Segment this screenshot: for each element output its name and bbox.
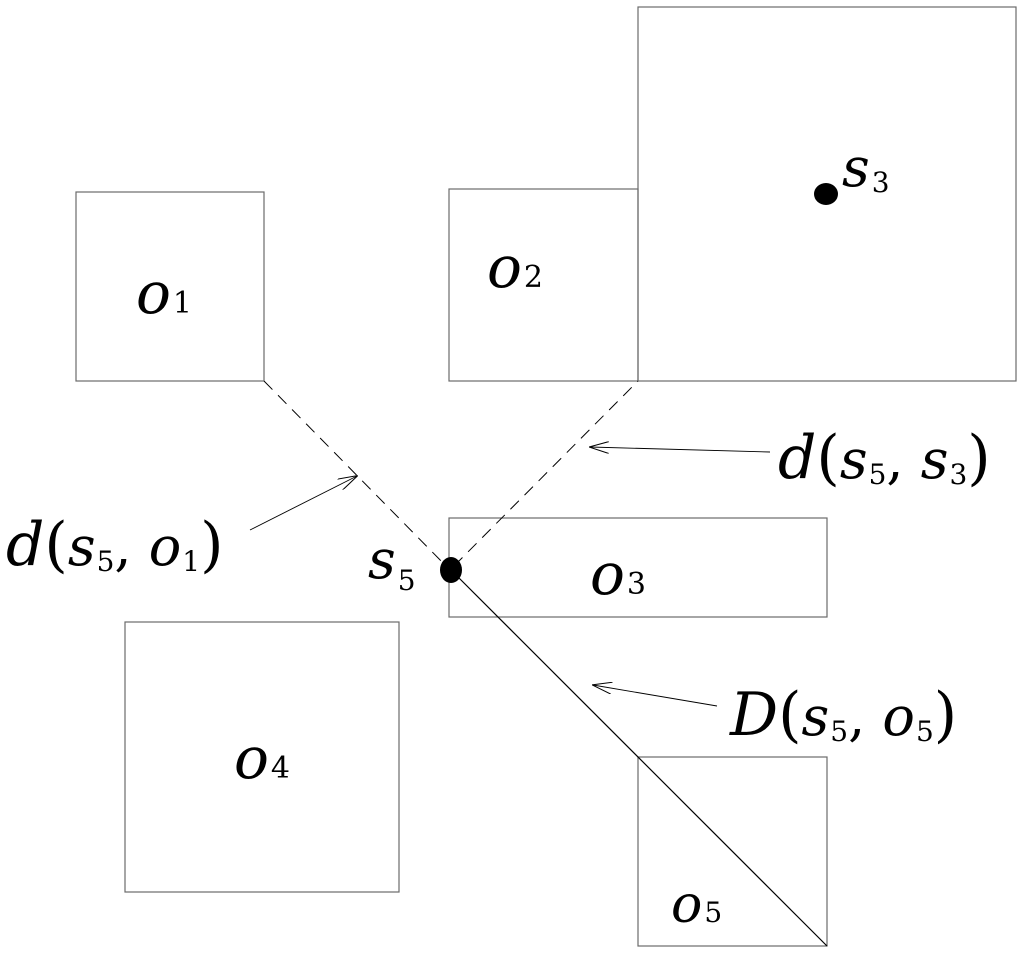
label-o1: o1 (136, 259, 192, 327)
solid-line-s5-o5 (450, 569, 828, 947)
label-d-s5-o1: d(s5, o1) (6, 510, 224, 580)
object-o4-rect (124, 621, 400, 893)
point-s5-dot (440, 557, 462, 583)
arrow-D-s5-o5 (593, 685, 718, 707)
dashed-line-s5-o1 (263, 380, 449, 569)
object-s3-region-rect (637, 6, 1017, 382)
label-D-s5-o5: D(s5, o5) (729, 680, 957, 750)
label-o2: o2 (487, 233, 543, 301)
object-o1-rect (75, 191, 265, 382)
point-s3-dot (814, 183, 838, 205)
label-o5: o5 (671, 875, 722, 935)
label-d-s5-s3: d(s5, s3) (778, 423, 991, 493)
label-o3: o3 (590, 540, 646, 608)
label-s5: s5 (368, 528, 416, 597)
label-o4: o4 (234, 724, 290, 792)
arrow-d-s5-o1 (249, 476, 357, 531)
dashed-line-s5-s3 (453, 380, 639, 567)
arrow-d-s5-s3 (590, 447, 771, 452)
label-s3: s3 (842, 136, 890, 199)
object-o2-rect (448, 188, 639, 382)
object-o5-rect (637, 756, 828, 947)
